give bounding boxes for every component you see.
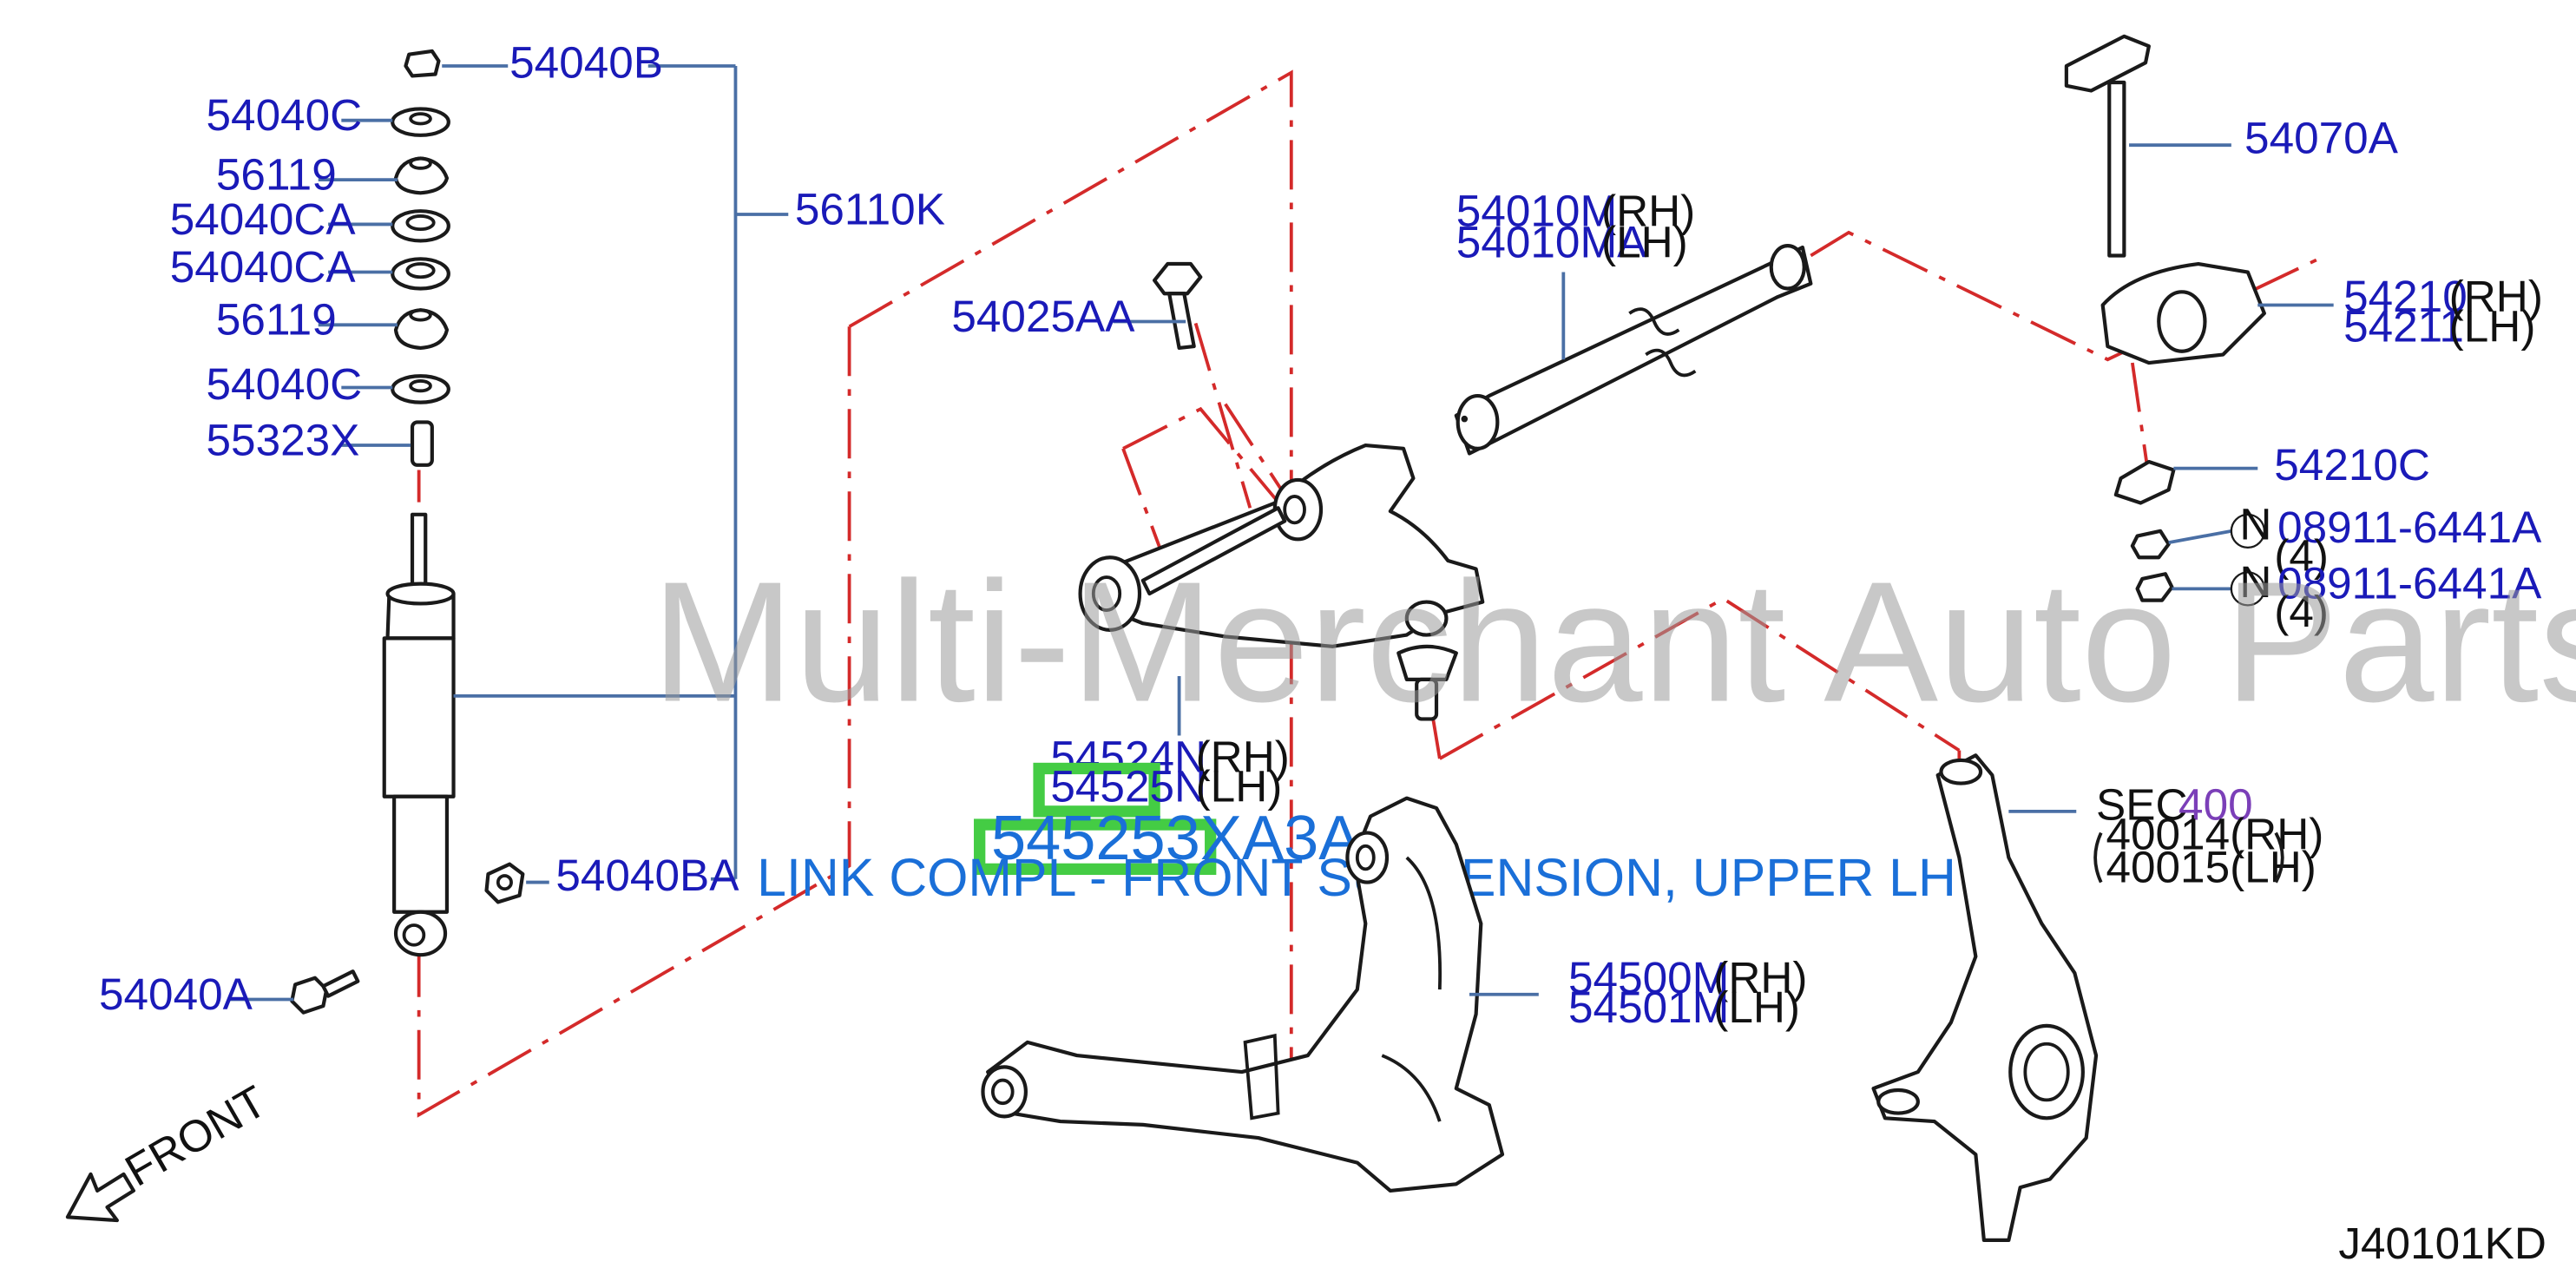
label-front: FRONT: [117, 1076, 275, 1196]
label-56119-top: 56119: [216, 150, 337, 200]
highlighted-part-number[interactable]: 545253XA3A: [991, 804, 1360, 873]
label-54524N-rh: (RH): [1196, 732, 1290, 781]
upper-arm-pivot-shaft-icon: [1140, 506, 1287, 596]
label-08911-1: 08911-6441A: [2277, 503, 2542, 552]
label-54501M-lh: (LH): [1713, 982, 1800, 1032]
bracket-54210C-icon: [2113, 459, 2176, 505]
highlight-box-54525N: [1033, 762, 1160, 818]
qty-08911-1: (4): [2274, 530, 2329, 580]
label-54010MA: 54010MA: [1456, 217, 1647, 266]
shock-leader-lines: [229, 64, 789, 1002]
stabilizer-link-rod-icon: [2107, 80, 2126, 258]
label-sec-400[interactable]: 400: [2178, 779, 2253, 829]
label-54040CA-1: 54040CA: [170, 194, 357, 244]
n-circle-2-icon: [2230, 571, 2266, 607]
n-label-2: N: [2239, 557, 2271, 607]
bushing-56119-bottom-icon: [393, 308, 450, 351]
label-56119-bottom: 56119: [216, 295, 337, 345]
lower-arm-bushing-front-icon: [981, 1065, 1028, 1119]
n-label-1: N: [2239, 499, 2271, 549]
stabilizer-link-assembly: [2064, 34, 2266, 602]
label-54525N-lh: (LH): [1196, 761, 1283, 811]
label-54040B: 54040B: [509, 37, 663, 87]
lower-arm-bushing-rear-icon: [1345, 831, 1390, 884]
front-arrow-icon: [65, 1172, 136, 1223]
label-54010M-rh: (RH): [1601, 186, 1695, 235]
lower-arm-body-icon: [986, 796, 1505, 1193]
knuckle-hub-bore-icon: [2008, 1023, 2085, 1120]
label-54210C: 54210C: [2274, 440, 2430, 490]
label-54040C-top: 54040C: [207, 90, 363, 140]
label-56110K: 56110K: [795, 184, 945, 233]
label-08911-2: 08911-6441A: [2277, 559, 2542, 608]
label-54025AA: 54025AA: [951, 292, 1135, 341]
label-54210: 54210: [2343, 272, 2468, 321]
bolt-54025AA-icon: [1152, 261, 1203, 296]
nut-54040BA-icon: [484, 862, 525, 904]
label-54040CA-2: 54040CA: [170, 242, 357, 292]
upper-arm-bushing-rear-icon: [1272, 477, 1324, 542]
label-54070A: 54070A: [2244, 114, 2399, 163]
bolt-54040A-icon: [290, 976, 329, 1015]
nut-08911-2-icon: [2135, 572, 2174, 602]
n-circle-1-icon: [2230, 513, 2266, 549]
nut-08911-1-icon: [2130, 529, 2171, 560]
front-direction-arrow: [65, 1172, 136, 1223]
qty-08911-2: (4): [2274, 587, 2329, 636]
stabilizer-bar-icon: [1454, 245, 1813, 456]
lower-arm-assembly: [981, 796, 1505, 1193]
highlight-box-part-number: [974, 818, 1217, 876]
shock-absorber-assembly: [290, 49, 525, 1015]
upper-arm-body-icon: [1104, 443, 1485, 648]
label-54210-rh: (RH): [2449, 272, 2543, 321]
piston-rod-icon: [410, 512, 428, 596]
label-40015: 40015(LH): [2106, 843, 2316, 892]
label-54500M-rh: (RH): [1713, 953, 1807, 1002]
label-54010M: 54010M: [1456, 186, 1617, 235]
bushing-56119-top-icon: [393, 156, 450, 195]
label-54501M: 54501M: [1568, 982, 1729, 1032]
stabilizer-link-top-icon: [2064, 34, 2151, 93]
diagram-code: J40101KD: [2338, 1219, 2546, 1268]
stabilizer-bushing-icon: [2157, 290, 2207, 353]
label-54211: 54211: [2343, 301, 2464, 351]
label-54525N: 54525N: [1050, 761, 1206, 811]
shock-body-icon: [392, 794, 450, 914]
shock-dust-cover-icon: [382, 636, 456, 798]
ball-joint-icon: [1396, 644, 1458, 681]
nut-54040B-icon: [404, 49, 441, 78]
label-40014: 40014(RH): [2106, 810, 2323, 859]
upper-arm-bushing-front-icon: [1078, 555, 1142, 632]
knuckle-body-icon: [1871, 753, 2099, 1242]
label-54040C-bottom: 54040C: [207, 359, 363, 409]
stabilizer-bar: [1454, 244, 1813, 456]
watermark: Multi-Merchant Auto Partstore: [652, 546, 2576, 738]
label-sec: SEC.: [2096, 779, 2200, 829]
label-55323X: 55323X: [207, 415, 360, 464]
steering-knuckle: [1871, 753, 2099, 1242]
label-54010MA-lh: (LH): [1601, 217, 1688, 266]
label-54211-lh: (LH): [2449, 301, 2536, 351]
sleeve-55323X-icon: [410, 420, 434, 467]
label-54040A: 54040A: [99, 969, 253, 1019]
knuckle-upper-boss-icon: [1939, 758, 1983, 785]
upper-link-assembly: [1078, 261, 1485, 721]
label-54500M: 54500M: [1568, 953, 1729, 1002]
label-54040BA: 54040BA: [555, 851, 739, 900]
